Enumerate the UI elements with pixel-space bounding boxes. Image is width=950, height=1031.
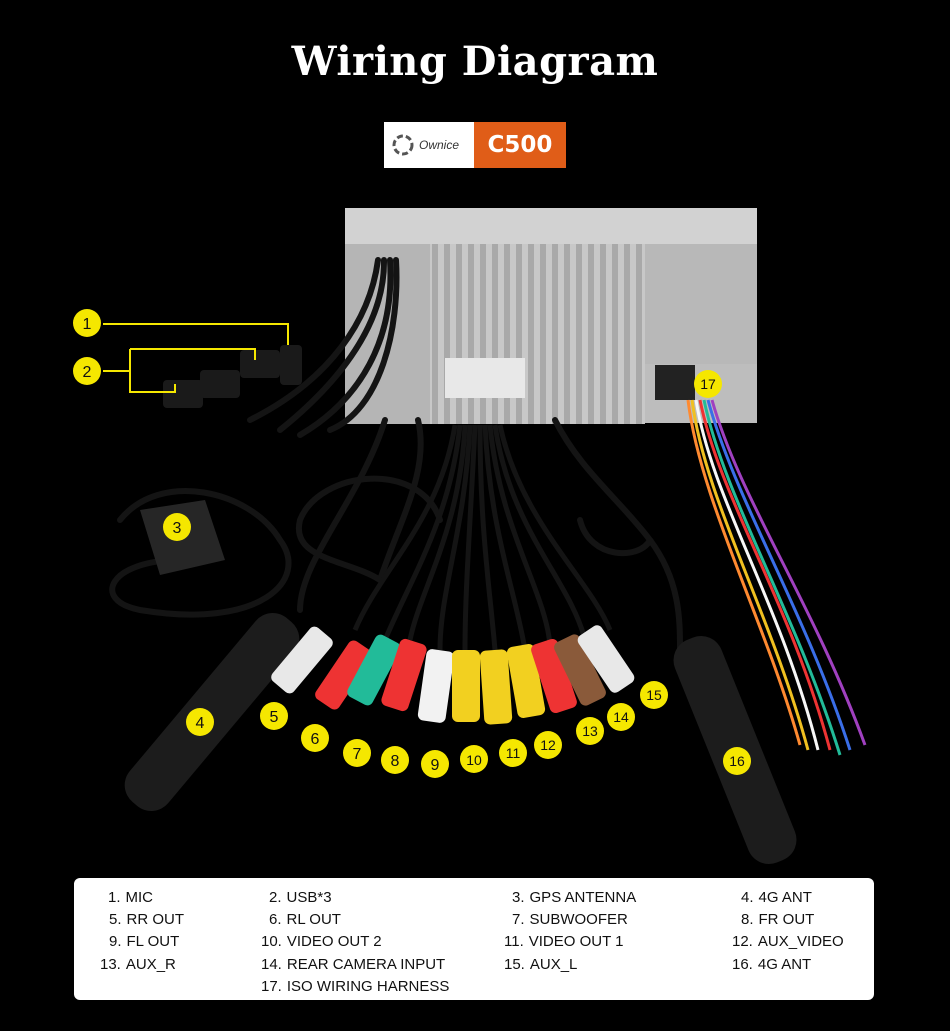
legend-item-8: 8.FR OUT <box>741 911 815 928</box>
marker-5: 5 <box>260 702 288 730</box>
legend-item-5: 5.RR OUT <box>109 911 185 928</box>
marker-1-label: 1 <box>83 316 92 333</box>
ownice-logo-icon <box>392 134 414 156</box>
marker-12-label: 12 <box>540 737 556 753</box>
marker-9: 9 <box>421 750 449 778</box>
usb-plugs <box>163 345 302 408</box>
marker-8: 8 <box>381 746 409 774</box>
marker-14-label: 14 <box>613 709 629 725</box>
marker-10-label: 10 <box>466 752 482 768</box>
callout-markers: 1 2 3 4 5 6 7 8 9 10 11 12 13 14 15 16 1… <box>73 309 751 778</box>
iso-harness-wires <box>686 399 867 756</box>
leader-lines <box>103 323 289 393</box>
marker-17-label: 17 <box>700 376 716 392</box>
marker-5-label: 5 <box>270 709 279 726</box>
marker-15: 15 <box>640 681 668 709</box>
marker-1: 1 <box>73 309 101 337</box>
legend-item-1: 1.MIC <box>108 889 154 906</box>
legend-panel: 1.MIC 2.USB*3 3.GPS ANTENNA 4.4G ANT 5.R… <box>74 878 874 1000</box>
head-unit <box>345 208 757 424</box>
marker-15-label: 15 <box>646 687 662 703</box>
marker-3: 3 <box>163 513 191 541</box>
legend-item-6: 6.RL OUT <box>269 911 341 928</box>
legend-item-9: 9.FL OUT <box>109 933 180 950</box>
marker-11: 11 <box>499 739 527 767</box>
legend-item-2: 2.USB*3 <box>269 889 332 906</box>
marker-7-label: 7 <box>353 746 362 763</box>
legend-item-7: 7.SUBWOOFER <box>512 911 628 928</box>
marker-13-label: 13 <box>582 723 598 739</box>
marker-12: 12 <box>534 731 562 759</box>
legend-item-3: 3.GPS ANTENNA <box>512 889 637 906</box>
legend-item-10: 10.VIDEO OUT 2 <box>261 933 382 950</box>
marker-17: 17 <box>694 370 722 398</box>
cables <box>109 257 683 653</box>
legend-item-4: 4.4G ANT <box>741 889 812 906</box>
marker-4: 4 <box>186 708 214 736</box>
legend-item-12: 12.AUX_VIDEO <box>732 933 844 950</box>
marker-11-label: 11 <box>506 745 521 761</box>
marker-16-label: 16 <box>729 753 745 769</box>
legend-item-16: 16.4G ANT <box>732 956 812 973</box>
marker-13: 13 <box>576 717 604 745</box>
marker-8-label: 8 <box>391 753 400 770</box>
rca-cables <box>352 424 613 651</box>
marker-16: 16 <box>723 747 751 775</box>
marker-4-label: 4 <box>196 715 205 732</box>
wiring-diagram: 1 2 3 4 5 6 7 8 9 10 11 12 13 14 15 16 1… <box>73 208 867 864</box>
legend-item-17: 17.ISO WIRING HARNESS <box>261 978 450 995</box>
marker-9-label: 9 <box>431 757 440 774</box>
legend-item-11: 11.VIDEO OUT 1 <box>504 933 624 950</box>
logo-brand: Ownice <box>419 138 460 152</box>
logo-model: C500 <box>474 122 566 168</box>
legend-item-14: 14.REAR CAMERA INPUT <box>261 956 446 973</box>
marker-6-label: 6 <box>311 731 320 748</box>
rca-plugs <box>271 625 635 725</box>
legend-item-13: 13.AUX_R <box>100 956 176 973</box>
4g-antenna-left <box>124 612 300 812</box>
marker-6: 6 <box>301 724 329 752</box>
marker-3-label: 3 <box>173 520 182 537</box>
brand-logo: Ownice C500 <box>384 122 566 168</box>
marker-2-label: 2 <box>83 364 92 381</box>
marker-14: 14 <box>607 703 635 731</box>
page-title: Wiring Diagram <box>291 38 659 85</box>
legend-item-15: 15.AUX_L <box>504 956 578 973</box>
marker-2: 2 <box>73 357 101 385</box>
marker-7: 7 <box>343 739 371 767</box>
marker-10: 10 <box>460 745 488 773</box>
